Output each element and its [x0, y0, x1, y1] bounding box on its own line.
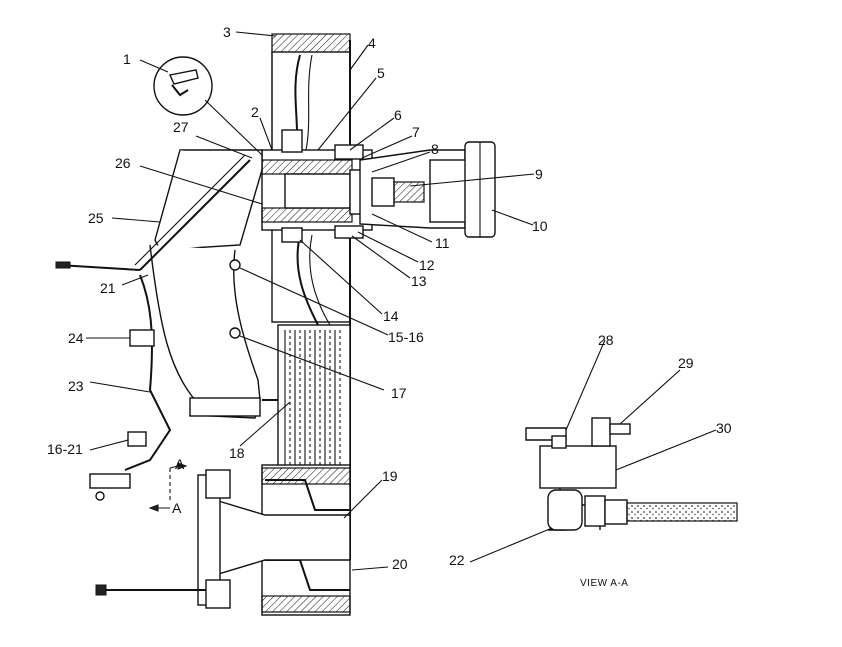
callout-24: 24	[68, 330, 84, 346]
callout-8: 8	[431, 141, 439, 157]
callout-13: 13	[411, 273, 427, 289]
hub-section	[261, 129, 375, 243]
callout-7: 7	[412, 124, 420, 140]
fan-guard	[55, 149, 330, 471]
callout-4: 4	[368, 35, 376, 51]
callout-6: 6	[394, 107, 402, 123]
callout-30: 30	[716, 420, 732, 436]
callout-23: 23	[68, 378, 84, 394]
callout-28: 28	[598, 332, 614, 348]
callout-2: 2	[251, 104, 259, 120]
groove-pulley	[277, 324, 351, 476]
callout-19: 19	[382, 468, 398, 484]
callout-15-16: 15-16	[388, 329, 424, 345]
callout-22: 22	[449, 552, 465, 568]
callout-3: 3	[223, 24, 231, 40]
callout-26: 26	[115, 155, 131, 171]
callout-29: 29	[678, 355, 694, 371]
view-caption: VIEW A-A	[580, 578, 628, 589]
callout-20: 20	[392, 556, 408, 572]
callout-16-21: 16-21	[47, 441, 83, 457]
callout-5: 5	[377, 65, 385, 81]
callout-18: 18	[229, 445, 245, 461]
callout-9: 9	[535, 166, 543, 182]
leader-lines	[86, 31, 717, 571]
callout-21: 21	[100, 280, 116, 296]
callout-17: 17	[391, 385, 407, 401]
clip-detail	[153, 56, 263, 156]
callout-12: 12	[419, 257, 435, 273]
callout-14: 14	[383, 308, 399, 324]
section-mark-upper: A	[175, 456, 185, 472]
callout-labels: 1 2 3 4 5 6 7 8 9 10 11 12 13 14 15-16 1…	[47, 24, 732, 589]
callout-27: 27	[173, 119, 189, 135]
callout-10: 10	[532, 218, 548, 234]
lower-pulley	[89, 462, 351, 616]
view-aa-detail	[525, 417, 738, 531]
section-mark-lower: A	[172, 500, 182, 516]
callout-25: 25	[88, 210, 104, 226]
callout-11: 11	[435, 235, 450, 251]
callout-1: 1	[123, 51, 131, 67]
shaft-housing	[359, 141, 496, 238]
